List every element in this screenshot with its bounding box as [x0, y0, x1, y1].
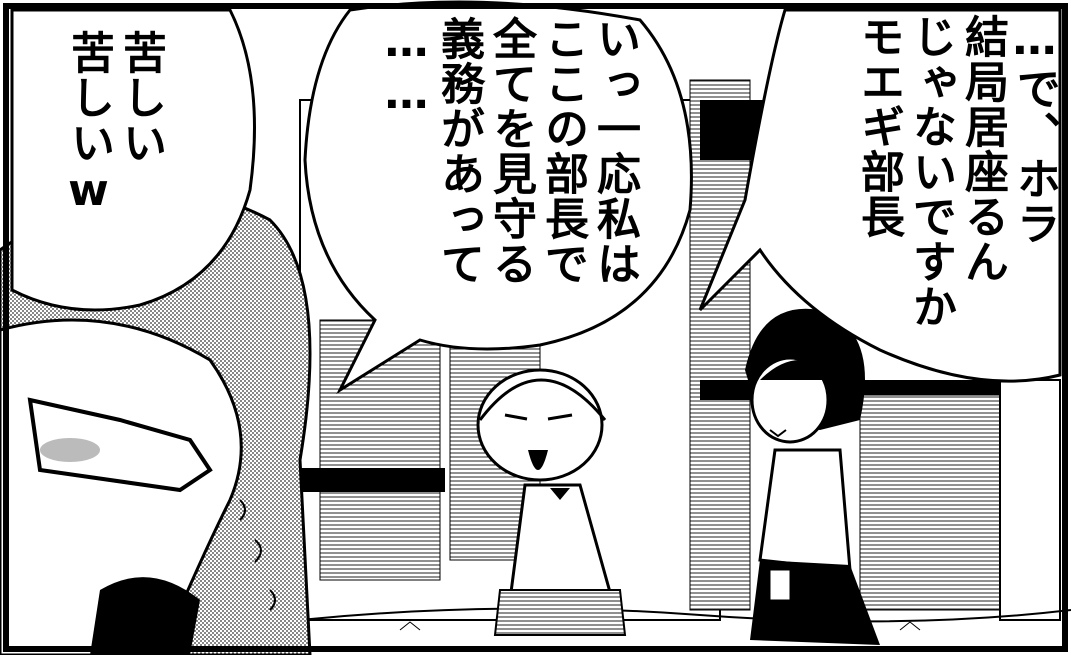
bubble-line: じゃないですか: [905, 14, 956, 329]
bubble-line: ここの部長で: [537, 16, 588, 286]
panel-border: [3, 3, 1068, 652]
speech-bubble-right-text: …で、ホラ 結局居座るん じゃないですか モエギ部長: [852, 14, 1060, 354]
speech-bubble-shapes: [10, 0, 1062, 395]
speech-bubble-left-text: 苦しい 苦しいw: [62, 30, 166, 240]
bubble-line: 苦しい: [115, 30, 166, 165]
bubble-line: ……: [381, 16, 432, 120]
bubble-line: 結局居座るん: [957, 14, 1008, 284]
bubble-line: 全てを見守る: [485, 16, 536, 286]
bubble-line: …で、ホラ: [1009, 14, 1060, 246]
middle-character: [476, 368, 627, 636]
right-character: [745, 308, 880, 645]
bubble-line: モエギ部長: [853, 14, 904, 239]
bubble-line: 義務があって: [433, 16, 484, 286]
speech-bubble-middle-text: いっ一応私は ここの部長で 全てを見守る 義務があって ……: [380, 16, 640, 316]
bubble-line: 苦しいw: [63, 30, 114, 217]
bubble-line: いっ一応私は: [589, 16, 640, 286]
